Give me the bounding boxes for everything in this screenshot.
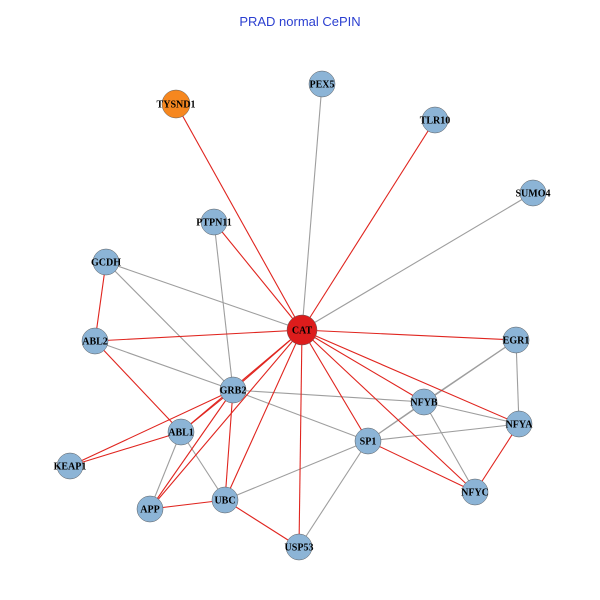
edge-NFYA-EGR1 xyxy=(515,339,520,425)
node-PTPN11 xyxy=(200,208,228,236)
edge-UBC-SP1 xyxy=(224,440,369,501)
edge-CAT-NFYB xyxy=(301,329,425,403)
node-USP53 xyxy=(285,533,313,561)
node-ABL1 xyxy=(167,418,195,446)
edge-ABL1-UBC xyxy=(180,431,226,501)
edge-GRB2-NFYB xyxy=(232,389,425,403)
edge-PTPN11-GRB2 xyxy=(213,221,234,391)
node-NFYA xyxy=(505,410,533,438)
node-EGR1 xyxy=(502,326,530,354)
edge-SP1-NFYC xyxy=(367,440,476,493)
edge-CAT-TYSND1 xyxy=(175,103,303,331)
edge-CAT-APP xyxy=(149,329,303,510)
node-NFYC xyxy=(461,478,489,506)
node-SP1 xyxy=(354,427,382,455)
edge-ABL2-GRB2 xyxy=(94,340,234,391)
edge-NFYB-NFYA xyxy=(423,401,520,425)
edge-NFYA-NFYC xyxy=(474,423,520,493)
edge-SP1-USP53 xyxy=(298,440,369,548)
edge-NFYB-EGR1 xyxy=(423,339,517,403)
node-NFYB xyxy=(410,388,438,416)
node-CAT xyxy=(286,314,318,346)
edge-CAT-PTPN11 xyxy=(213,221,303,331)
edge-CAT-TLR10 xyxy=(301,119,436,331)
edge-CAT-NFYC xyxy=(301,329,476,493)
node-APP xyxy=(136,495,164,523)
edge-CAT-SUMO4 xyxy=(301,192,534,331)
edge-KEAP1-GRB2 xyxy=(69,389,234,467)
edge-ABL2-ABL1 xyxy=(94,340,182,433)
edge-GCDH-ABL2 xyxy=(94,261,107,342)
node-PEX5 xyxy=(308,70,336,98)
edge-CAT-UBC xyxy=(224,329,303,501)
edge-GRB2-APP xyxy=(149,389,234,510)
node-GCDH xyxy=(92,248,120,276)
node-GRB2 xyxy=(219,376,247,404)
edge-GRB2-UBC xyxy=(224,389,234,501)
node-SUMO4 xyxy=(519,179,547,207)
edge-CAT-GCDH xyxy=(105,261,303,331)
edge-SP1-NFYA xyxy=(367,423,520,442)
edge-CAT-SP1 xyxy=(301,329,369,442)
edge-CAT-USP53 xyxy=(298,329,303,548)
node-UBC xyxy=(211,486,239,514)
node-ABL2 xyxy=(81,327,109,355)
edge-CAT-ABL2 xyxy=(94,329,303,342)
edge-NFYB-NFYC xyxy=(423,401,476,493)
edge-UBC-USP53 xyxy=(224,499,300,548)
edge-ABL1-APP xyxy=(149,431,182,510)
node-TLR10 xyxy=(421,106,449,134)
edge-GCDH-GRB2 xyxy=(105,261,234,391)
edge-CAT-EGR1 xyxy=(301,329,517,341)
chart-title: PRAD normal CePIN xyxy=(239,14,361,29)
edge-CAT-NFYA xyxy=(301,329,520,425)
node-TYSND1 xyxy=(161,89,191,119)
node-KEAP1 xyxy=(56,452,84,480)
edge-KEAP1-ABL1 xyxy=(69,431,182,467)
edge-CAT-PEX5 xyxy=(301,83,323,331)
